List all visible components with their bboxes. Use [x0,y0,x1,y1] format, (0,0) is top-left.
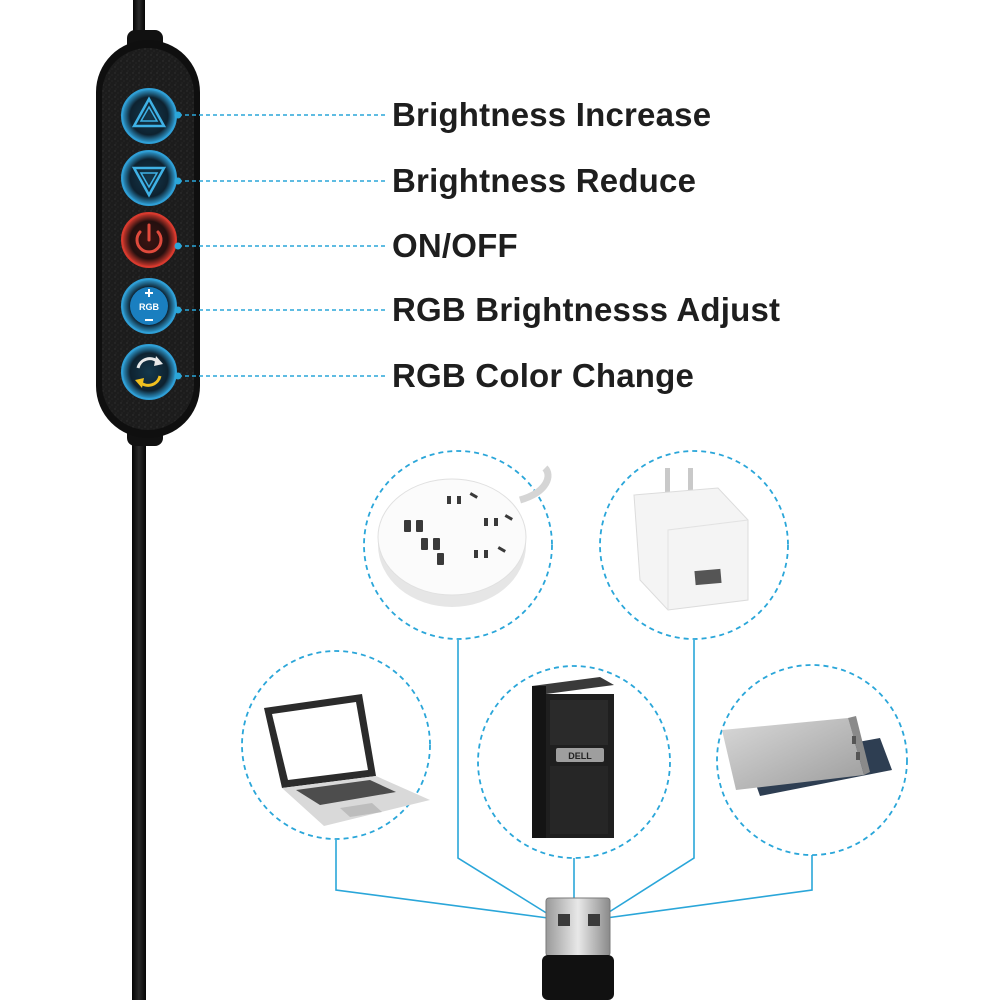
on-off-label: ON/OFF [392,227,518,264]
power-strip-icon [377,465,552,607]
brightness-increase-button[interactable] [121,88,177,144]
rgb-color-change-button[interactable] [121,344,177,400]
power-icon [135,223,163,254]
rgb-button-text: RGB [139,302,160,312]
triangle-down-icon [131,166,167,198]
rgb-brightness-adjust-button[interactable]: RGB [121,278,177,334]
svg-text:DELL: DELL [568,751,592,761]
leader-lines [178,114,386,377]
leader-dots [174,111,182,380]
usb-plug-icon [542,897,614,1000]
power-bank-icon [722,716,892,796]
triangle-up-icon [131,96,167,128]
laptop-icon [264,694,430,826]
desktop-tower-icon: DELL [532,677,614,838]
brightness-reduce-label: Brightness Reduce [392,162,697,199]
wall-charger-icon [633,468,749,611]
on-off-button[interactable] [121,212,177,268]
device-connectors [335,640,813,919]
rgb-color-change-label: RGB Color Change [392,357,695,394]
color-cycle-icon [135,356,163,388]
rgb-brightness-adjust-label: RGB Brightnesss Adjust [392,291,781,328]
rgb-plus-minus-icon [145,289,153,321]
brightness-reduce-button[interactable] [121,150,177,206]
brightness-increase-label: Brightness Increase [392,96,712,133]
